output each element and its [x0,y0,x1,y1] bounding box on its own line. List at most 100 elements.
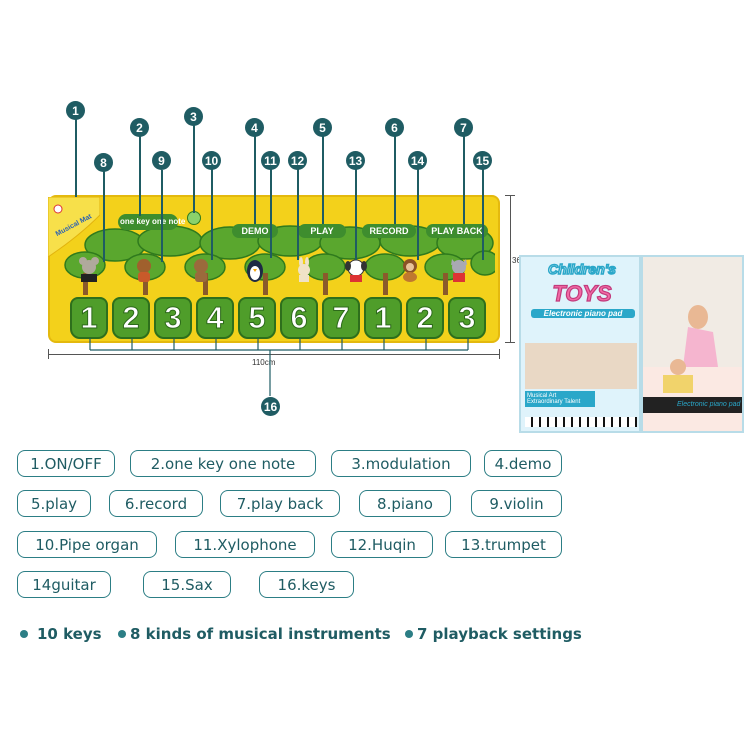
piano-key-7[interactable]: 7 [322,297,360,339]
record-button[interactable]: RECORD [362,224,416,238]
legend-piano: 8.piano [359,490,451,517]
key-label: 1 [80,300,98,336]
feature-text: 7 playback settings [417,625,582,643]
box-keyboard-strip [525,417,637,427]
callout-leader-5 [322,136,324,224]
product-box-front: Children's TOYS Electronic piano pad Mus… [519,255,641,433]
width-label: 110cm [252,358,276,367]
callout-leader-2 [139,136,141,216]
box-mat-image [525,343,637,389]
height-dimension-tick-bottom [505,342,515,343]
feature-text: 10 keys [37,625,102,643]
box-title-line2: TOYS [552,280,613,306]
box-subtitle: Electronic piano pad [531,309,635,318]
width-dimension-tick-right [499,349,500,359]
key-label: 7 [332,300,350,336]
callout-leader-6 [394,136,396,224]
legend-play: 5.play [17,490,91,517]
box-photo-kids [643,305,742,413]
legend-trumpet: 13.trumpet [445,531,562,558]
dog-trumpet-icon [345,259,367,282]
penguin-xylophone-icon [247,260,263,282]
callout-9: 9 [152,151,171,170]
piano-key-2[interactable]: 2 [112,297,150,339]
product-box-side: Electronic piano pad [641,255,744,433]
callout-14: 14 [408,151,427,170]
legend-record: 6.record [109,490,203,517]
callout-leader-7 [463,136,465,224]
legend-play-back: 7.play back [220,490,340,517]
box-title-line1: Children's [547,260,616,278]
callout-leader-11 [270,168,272,258]
piano-key-4[interactable]: 4 [196,297,234,339]
callout-13: 13 [346,151,365,170]
piano-key-5[interactable]: 5 [238,297,276,339]
callout-leader-12 [297,168,299,260]
legend-demo: 4.demo [484,450,562,477]
callout-leader-8 [103,170,105,262]
callout-leader-1 [75,119,77,197]
legend-keys: 16.keys [259,571,354,598]
key-label: 3 [164,300,182,336]
height-dimension-tick-top [505,195,515,196]
callout-leader-14 [417,168,419,260]
legend-one-key-one-note: 2.one key one note [130,450,316,477]
key-label: 5 [248,300,266,336]
piano-key-9[interactable]: 2 [406,297,444,339]
bullet-dot [118,630,126,638]
on-off-badge[interactable]: Musical Mat [48,197,100,257]
rabbit-huqin-icon [298,257,310,282]
modulation-button[interactable] [187,211,201,225]
width-dimension-tick-left [48,349,49,359]
feature-text: 8 kinds of musical instruments [130,625,391,643]
feature-10-keys: 10 keys [20,625,102,643]
callout-8: 8 [94,153,113,172]
callout-leader-4 [254,136,256,224]
key-label: 3 [458,300,476,336]
callout-1: 1 [66,101,85,120]
bullet-dot [405,630,413,638]
feature-playback-settings: 7 playback settings [405,625,582,643]
callout-2: 2 [130,118,149,137]
play-back-button[interactable]: PLAY BACK [426,224,488,238]
callout-leader-9 [161,170,163,262]
keys-bracket [89,338,469,396]
callout-15: 15 [473,151,492,170]
box-side-caption: Electronic piano pad [677,401,741,408]
mouse-piano-icon [79,257,99,282]
key-label: 2 [416,300,434,336]
legend-guitar: 14guitar [17,571,111,598]
bear-pipe-organ-icon [194,259,208,282]
piano-key-3[interactable]: 3 [154,297,192,339]
height-dimension-line [510,195,511,343]
feature-instruments: 8 kinds of musical instruments [118,625,391,643]
legend-xylophone: 11.Xylophone [175,531,315,558]
callout-5: 5 [313,118,332,137]
callout-16: 16 [261,397,280,416]
piano-key-6[interactable]: 6 [280,297,318,339]
width-dimension-line [48,354,500,355]
legend-sax: 15.Sax [143,571,231,598]
legend-on-off: 1.ON/OFF [17,450,115,477]
legend-violin: 9.violin [471,490,562,517]
legend-pipe-organ: 10.Pipe organ [17,531,157,558]
callout-leader-15 [482,168,484,260]
bear-violin-icon [137,259,151,282]
play-button[interactable]: PLAY [298,224,346,238]
callout-3: 3 [184,107,203,126]
callout-12: 12 [288,151,307,170]
monkey-guitar-icon [403,259,417,282]
demo-button[interactable]: DEMO [232,224,278,238]
callout-leader-13 [355,168,357,260]
box-tag: Musical Art Extraordinary Talent [525,391,595,407]
key-label: 2 [122,300,140,336]
callout-7: 7 [454,118,473,137]
legend-modulation: 3.modulation [331,450,471,477]
callout-6: 6 [385,118,404,137]
piano-key-1[interactable]: 1 [70,297,108,339]
piano-key-10[interactable]: 3 [448,297,486,339]
callout-leader-3 [193,125,195,213]
cat-sax-icon [451,259,467,282]
one-key-one-note-button[interactable]: one key one note [118,214,185,230]
piano-key-8[interactable]: 1 [364,297,402,339]
